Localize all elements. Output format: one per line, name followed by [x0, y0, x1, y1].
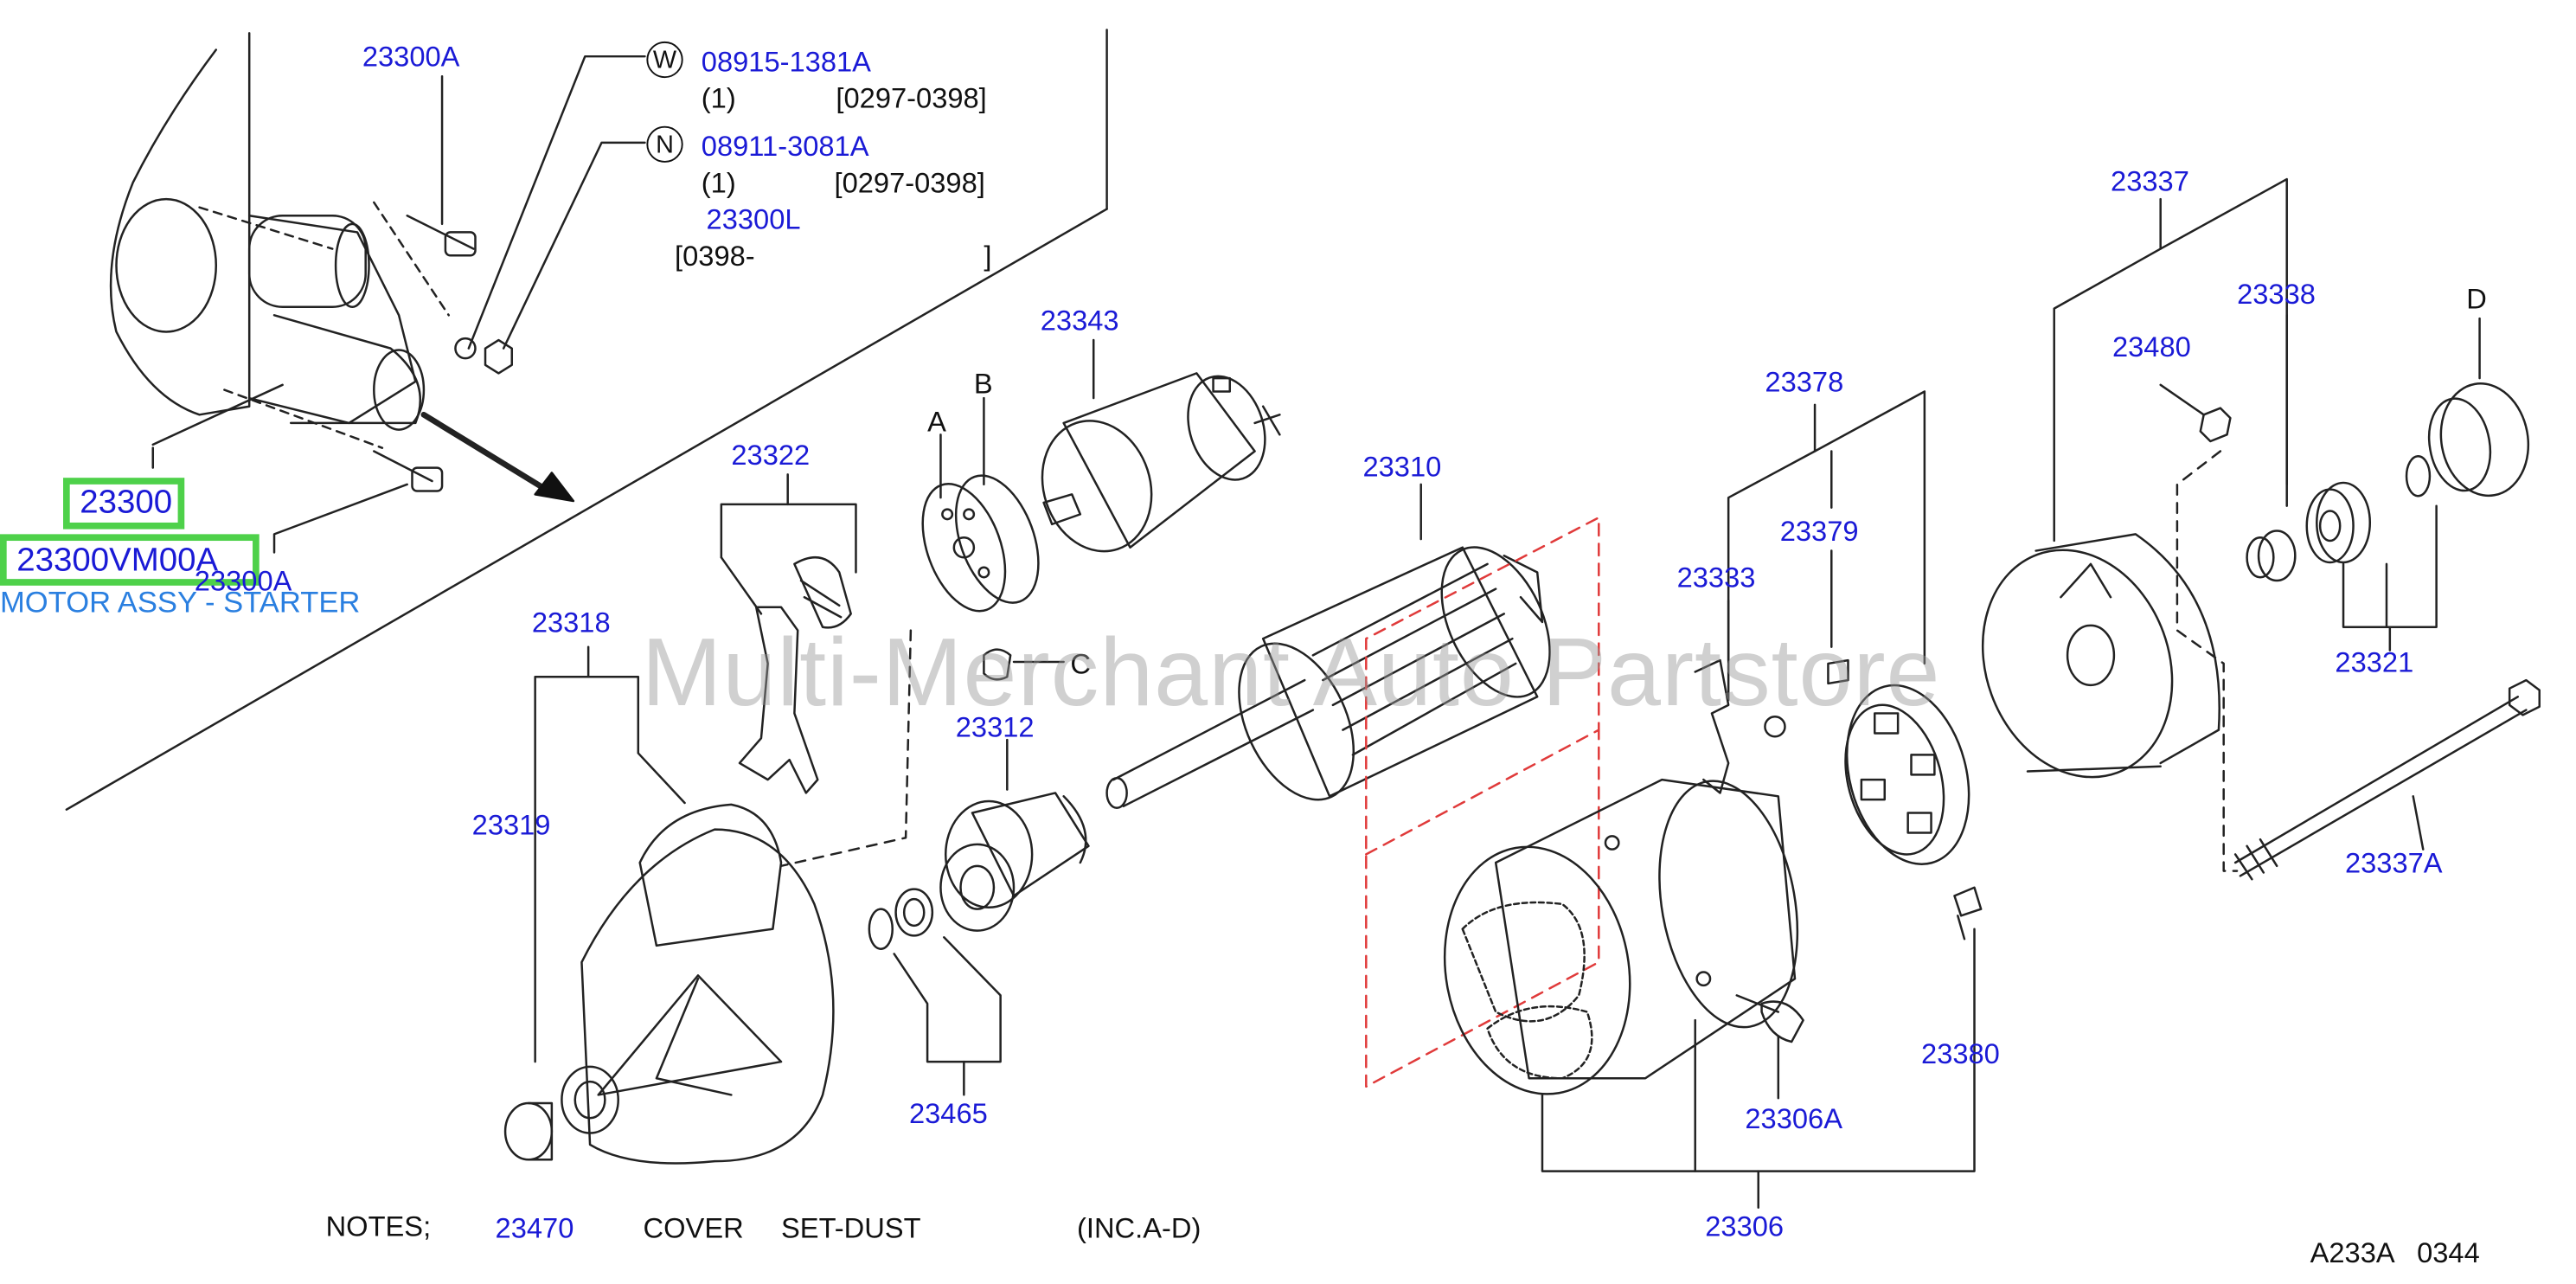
callout-23378[interactable]: 23378 [1765, 366, 1844, 399]
selected-part-highlight [0, 534, 260, 586]
nut-part-number[interactable]: 08911-3081A [701, 131, 869, 163]
callout-23318[interactable]: 23318 [531, 607, 611, 639]
callout-23322[interactable]: 23322 [731, 440, 811, 472]
rear-cover [1981, 533, 2220, 779]
view-arrow [420, 411, 552, 494]
yoke-assembly [1443, 778, 1799, 1095]
engine-starter-illustration [109, 32, 514, 492]
callout-23343[interactable]: 23343 [1040, 305, 1119, 337]
letter-a: A [927, 406, 946, 439]
washer-quantity: (1) [701, 82, 736, 115]
armature [1105, 546, 1551, 809]
selected-part-description[interactable]: MOTOR ASSY - STARTER [0, 585, 361, 620]
rear-bearing-parts [2246, 382, 2530, 582]
callout-23465[interactable]: 23465 [908, 1098, 988, 1130]
23300l-dates-end: ] [984, 241, 992, 273]
washer-part-number[interactable]: 08915-1381A [701, 46, 871, 79]
callout-23310[interactable]: 23310 [1362, 451, 1442, 483]
callout-23337[interactable]: 23337 [2111, 165, 2189, 198]
selected-part-ref[interactable]: 23300 [80, 484, 173, 522]
callout-23338[interactable]: 23338 [2237, 279, 2316, 311]
diagram-code: A233A 0344 [2310, 1237, 2480, 1269]
shift-lever [738, 556, 852, 794]
notes-includes: (INC.A-D) [1077, 1212, 1201, 1244]
nut-symbol: N [646, 125, 683, 163]
callout-23312[interactable]: 23312 [955, 711, 1035, 743]
solenoid [1041, 372, 1281, 553]
letter-b: B [973, 368, 993, 401]
front-housing [561, 803, 835, 1165]
callout-23300a-top[interactable]: 23300A [362, 41, 460, 74]
nut-quantity: (1) [701, 167, 736, 200]
callout-23379[interactable]: 23379 [1779, 516, 1859, 548]
callout-23319[interactable]: 23319 [471, 809, 551, 842]
bushing [503, 1101, 554, 1161]
brush-holder [1694, 658, 1970, 865]
notes-label: NOTES; [325, 1210, 432, 1243]
callout-23380[interactable]: 23380 [1921, 1038, 2000, 1070]
notes-part-number[interactable]: 23470 [495, 1212, 574, 1244]
dust-cover-outline [1365, 516, 1600, 1088]
callout-23306[interactable]: 23306 [1705, 1210, 1785, 1243]
callout-23306a[interactable]: 23306A [1745, 1103, 1843, 1135]
callout-23333[interactable]: 23333 [1676, 562, 1756, 594]
callout-23480[interactable]: 23480 [2111, 331, 2191, 363]
callout-23321[interactable]: 23321 [2335, 646, 2414, 679]
notes-part-name-2: SET-DUST [781, 1212, 921, 1244]
section-divider [65, 208, 1108, 811]
through-bolt [2233, 678, 2541, 881]
selected-ref-highlight [63, 478, 185, 530]
selected-part-number[interactable]: 23300VM00A [16, 542, 219, 580]
washer-symbol: W [646, 41, 683, 79]
callout-23300a-bottom[interactable]: 23300A [194, 565, 292, 598]
stop-rings [868, 888, 934, 950]
drive-plate [921, 474, 1040, 613]
callout-23337a[interactable]: 23337A [2344, 847, 2443, 880]
nut-dates: [0297-0398] [834, 167, 985, 200]
23300l-dates: [0398- [675, 241, 755, 273]
notes-part-name-1: COVER [643, 1212, 744, 1244]
letter-d: D [2466, 283, 2487, 316]
pinion-clutch [939, 792, 1090, 932]
washer-dates: [0297-0398] [836, 82, 987, 115]
letter-c: C [1070, 648, 1091, 681]
callout-23300l[interactable]: 23300L [706, 203, 801, 236]
